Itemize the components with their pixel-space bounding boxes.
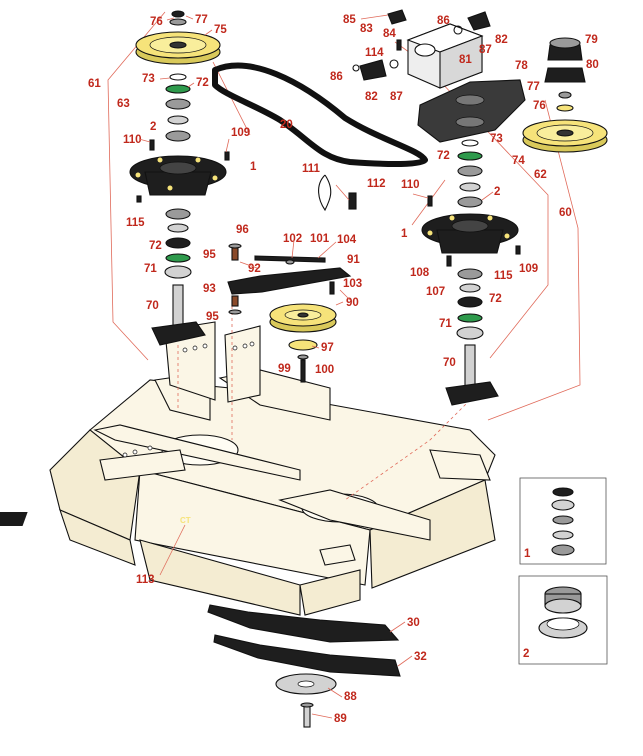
callout-115: 115 (126, 217, 145, 229)
right-spindle-shaft (445, 344, 499, 406)
inset-2 (518, 575, 608, 665)
callout-75: 75 (214, 24, 227, 36)
callout-109: 109 (231, 127, 250, 139)
callout-2: 2 (150, 121, 156, 133)
callout-71: 71 (144, 263, 157, 275)
callout-80: 80 (586, 59, 599, 71)
motor-mount-plate (417, 79, 526, 143)
idler-pulley (269, 303, 337, 333)
inset-1 (519, 477, 607, 565)
callout-110b: 110 (401, 179, 420, 191)
callout-61: 61 (88, 78, 101, 90)
callout-63: 63 (117, 98, 130, 110)
idler-assembly (227, 243, 352, 383)
callout-97: 97 (321, 342, 334, 354)
left-spindle-housing (129, 155, 227, 196)
callout-91: 91 (347, 254, 360, 266)
callout-112: 112 (367, 178, 386, 190)
right-spindle-assembly (421, 37, 608, 406)
callout-103: 103 (343, 278, 362, 290)
right-spindle-housing (421, 213, 519, 254)
callout-72b: 72 (437, 150, 450, 162)
callout-73: 73 (142, 73, 155, 85)
callout-99: 99 (278, 363, 291, 375)
callout-96: 96 (236, 224, 249, 236)
callout-1: 1 (250, 161, 257, 173)
callout-87b: 87 (390, 91, 403, 103)
callout-90: 90 (346, 297, 359, 309)
callout-111: 111 (302, 163, 321, 175)
callout-87: 87 (479, 44, 492, 56)
callout-89: 89 (334, 713, 347, 725)
callout-82b: 82 (365, 91, 378, 103)
callout-70: 70 (146, 300, 159, 312)
callout-107: 107 (426, 286, 445, 298)
spring (318, 174, 332, 212)
callout-113: 113 (136, 574, 155, 586)
callout-88: 88 (344, 691, 357, 703)
callout-85: 85 (343, 14, 356, 26)
deck-decal: CT (0, 512, 191, 526)
callout-60: 60 (559, 207, 572, 219)
callout-labels: 76 77 75 85 83 84 86 82 87 79 114 81 80 … (88, 14, 599, 725)
callout-62: 62 (534, 169, 547, 181)
mower-blades (207, 604, 401, 677)
callout-108: 108 (410, 267, 430, 279)
callout-114: 114 (365, 47, 384, 59)
callout-104: 104 (337, 234, 357, 246)
callout-70b: 70 (443, 357, 456, 369)
decal-text: CT (180, 516, 191, 525)
callout-72d: 72 (489, 293, 502, 305)
callout-73b: 73 (490, 133, 503, 145)
callout-82: 82 (495, 34, 508, 46)
right-pulley (522, 119, 608, 153)
callout-102: 102 (283, 233, 302, 245)
callout-30: 30 (407, 617, 420, 629)
callout-74: 74 (512, 155, 525, 167)
callout-79: 79 (585, 34, 598, 46)
callout-84: 84 (383, 28, 396, 40)
callout-72: 72 (196, 77, 209, 89)
callout-95b: 95 (206, 311, 219, 323)
leader-lines (138, 14, 494, 719)
callout-93: 93 (203, 283, 216, 295)
callout-81: 81 (459, 54, 472, 66)
callout-101: 101 (310, 233, 330, 245)
callout-77: 77 (195, 14, 208, 26)
callout-100: 100 (315, 364, 334, 376)
callout-83: 83 (360, 23, 373, 35)
callout-76b: 76 (533, 100, 546, 112)
blade-hardware (275, 673, 337, 728)
inset-label-2: 2 (523, 648, 529, 660)
callout-110: 110 (123, 134, 142, 146)
bolt-112 (348, 192, 357, 210)
left-pulley (135, 31, 221, 65)
left-spindle-assembly (129, 10, 230, 346)
callout-2b: 2 (494, 186, 500, 198)
mower-deck: CT (0, 300, 496, 616)
callout-78: 78 (515, 60, 528, 72)
callout-95: 95 (203, 249, 216, 261)
callout-76: 76 (150, 16, 163, 28)
callout-86: 86 (437, 15, 450, 27)
callout-72c: 72 (149, 240, 162, 252)
inset-label-1: 1 (524, 548, 531, 560)
callout-86b: 86 (330, 71, 343, 83)
left-spindle-shaft (151, 284, 206, 346)
callout-115b: 115 (494, 270, 513, 282)
callout-71b: 71 (439, 318, 452, 330)
drive-belt (212, 62, 428, 168)
callout-32: 32 (414, 651, 427, 663)
callout-92: 92 (248, 263, 261, 275)
callout-109b: 109 (519, 263, 538, 275)
hydraulic-motor (352, 9, 491, 89)
callout-1b: 1 (401, 228, 408, 240)
callout-77b: 77 (527, 81, 540, 93)
callout-20: 20 (280, 119, 293, 131)
